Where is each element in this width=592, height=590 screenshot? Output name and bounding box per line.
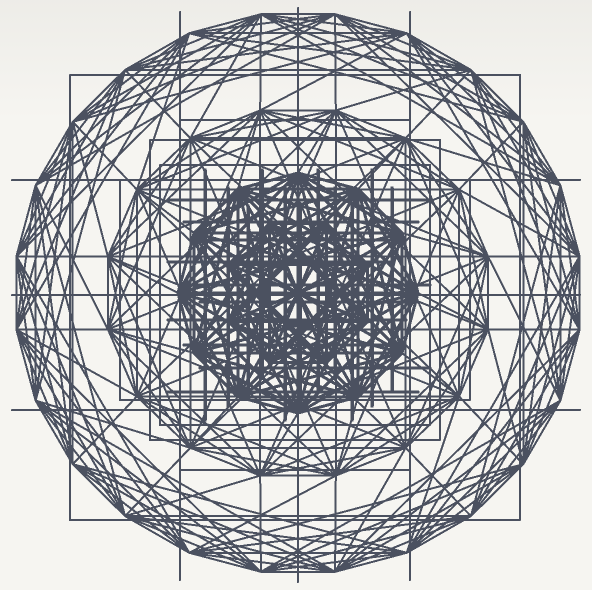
outer-edge <box>335 401 560 572</box>
radial-strut <box>260 14 261 110</box>
outer-edge <box>335 14 523 122</box>
radial-strut <box>488 329 523 464</box>
outer-edge <box>407 33 580 256</box>
radial-strut <box>73 122 108 257</box>
core-edge <box>229 264 327 362</box>
outer-edge <box>471 330 580 516</box>
middle-edge <box>406 138 488 257</box>
outer-edge <box>73 464 261 572</box>
radial-strut <box>260 476 261 572</box>
inner-strut <box>358 138 406 189</box>
outer-edge <box>16 33 189 256</box>
core-edge <box>229 224 327 322</box>
radial-strut <box>335 476 336 572</box>
radial-strut <box>335 14 336 110</box>
outer-edge <box>335 464 523 572</box>
middle-edge <box>137 396 260 475</box>
outer-edge <box>73 14 261 122</box>
